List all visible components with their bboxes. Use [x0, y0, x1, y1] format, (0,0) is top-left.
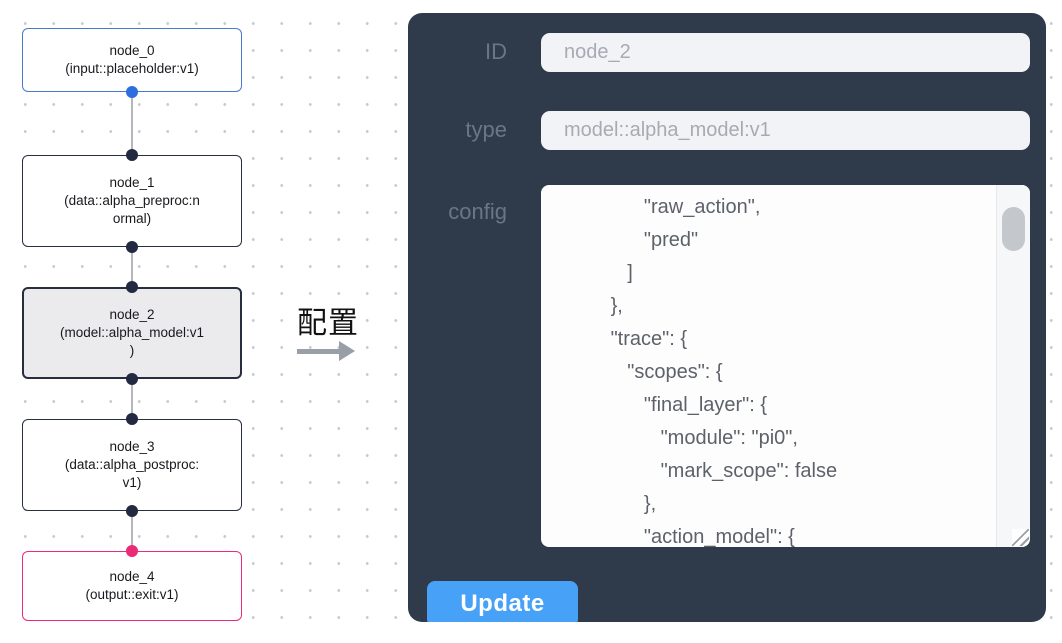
node-label-line: node_0: [109, 43, 155, 58]
port-node_1-output[interactable]: [126, 241, 138, 253]
config-field-label: config: [448, 199, 507, 224]
node-label-line: (data::alpha_postproc:: [64, 457, 200, 472]
config-panel: ID type config "raw_action", "pred" ] },…: [408, 13, 1046, 622]
config-json-text: "raw_action", "pred" ] }, "trace": { "sc…: [610, 196, 838, 547]
node-label-line: (data::alpha_preproc:n: [64, 193, 200, 208]
type-field-label: type: [465, 117, 507, 142]
port-node_1-input[interactable]: [126, 149, 138, 161]
transition-label: 配置: [297, 307, 359, 340]
config-textarea[interactable]: "raw_action", "pred" ] }, "trace": { "sc…: [541, 185, 1030, 547]
type-input[interactable]: [541, 111, 1030, 150]
node-label-line: (output::exit:v1): [85, 587, 179, 602]
node-label-line: ormal): [112, 211, 152, 226]
port-node_3-output[interactable]: [126, 505, 138, 517]
id-input[interactable]: [541, 33, 1030, 72]
update-button[interactable]: Update: [427, 581, 578, 622]
edge-node_3-node_4: [131, 511, 133, 551]
node-label-line: (model::alpha_model:v1: [59, 325, 205, 340]
port-node_3-input[interactable]: [126, 413, 138, 425]
config-scrollbar-track[interactable]: [996, 185, 1030, 547]
node-label-line: (input::placeholder:v1): [65, 61, 199, 76]
port-node_4-input[interactable]: [126, 545, 138, 557]
node-node_0[interactable]: node_0 (input::placeholder:v1): [22, 28, 242, 92]
id-field-label: ID: [485, 39, 507, 64]
port-node_2-output[interactable]: [126, 373, 138, 385]
node-label-line: node_4: [109, 569, 155, 584]
node-label-line: node_3: [109, 439, 155, 454]
node-label-line: node_2: [109, 307, 155, 322]
edge-node_0-node_1: [131, 92, 133, 155]
right-arrow-icon: [297, 340, 357, 362]
edge-node_2-node_3: [131, 379, 133, 419]
node-node_4[interactable]: node_4 (output::exit:v1): [22, 551, 242, 621]
node-label-line: node_1: [109, 175, 155, 190]
node-label-line: ): [129, 343, 135, 358]
port-node_0-output[interactable]: [126, 86, 138, 98]
config-scrollbar-thumb[interactable]: [1002, 207, 1025, 251]
resize-handle-icon[interactable]: [1012, 529, 1029, 546]
node-label-line: v1): [122, 475, 142, 490]
edge-node_1-node_2: [131, 247, 133, 287]
node-node_3[interactable]: node_3 (data::alpha_postproc: v1): [22, 419, 242, 511]
node-node_1[interactable]: node_1 (data::alpha_preproc:n ormal): [22, 155, 242, 247]
port-node_2-input[interactable]: [126, 281, 138, 293]
node-node_2-selected[interactable]: node_2 (model::alpha_model:v1 ): [22, 287, 242, 379]
